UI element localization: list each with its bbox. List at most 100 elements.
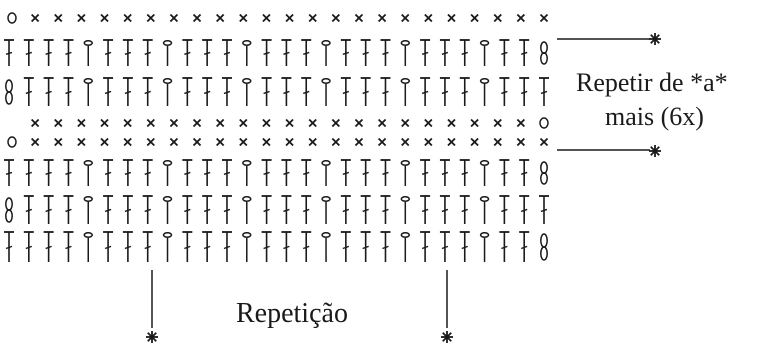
sc-row-4-x <box>377 118 387 128</box>
dc-row-7 <box>520 208 528 213</box>
repeat-marker-right-bottom <box>652 148 658 154</box>
sc-row-1-x <box>285 13 294 23</box>
chart-layer <box>4 12 661 343</box>
dc-row-2 <box>501 51 508 55</box>
sc-row-5-x <box>262 137 271 147</box>
dc-row-8 <box>104 245 112 250</box>
inline-chain <box>321 232 331 238</box>
sc-row-5-x <box>169 137 179 147</box>
sc-row-5-x <box>447 137 456 147</box>
dc-row-3 <box>65 90 72 95</box>
sc-row-5-x <box>354 137 364 147</box>
dc-row-6 <box>25 171 33 175</box>
sc-row-4-x <box>447 118 456 128</box>
inline-chain <box>242 40 252 46</box>
dc-row-6 <box>501 171 508 175</box>
dc-row-6 <box>283 171 290 175</box>
dc-row-6 <box>65 171 72 175</box>
sc-row-5-x <box>424 137 433 147</box>
sc-row-5-x <box>146 137 155 147</box>
dc-row-2 <box>45 51 52 55</box>
dc-row-7 <box>203 208 211 213</box>
dc-row-8 <box>223 245 231 250</box>
dc-row-2 <box>25 51 33 55</box>
dc-row-3 <box>540 90 548 95</box>
inline-chain <box>479 160 490 166</box>
dc-row-3 <box>421 90 429 95</box>
inline-chain <box>479 40 490 46</box>
dc-row-8 <box>421 245 429 250</box>
dc-row-2 <box>520 51 528 55</box>
dc-row-6 <box>362 171 369 175</box>
right-double-chain <box>540 161 548 175</box>
inline-chain <box>83 40 94 46</box>
sc-row-1-x <box>424 13 433 23</box>
dc-row-6 <box>303 171 310 175</box>
sc-row-1-x <box>239 13 248 23</box>
sc-row-5-x <box>239 137 248 147</box>
dc-row-8 <box>382 245 389 250</box>
dc-row-7 <box>223 208 231 213</box>
dc-row-8 <box>25 245 33 250</box>
dc-row-7 <box>263 208 270 213</box>
dc-row-3 <box>303 90 310 95</box>
inline-chain <box>400 40 411 46</box>
sc-row-4-x <box>100 118 109 128</box>
inline-chain <box>321 160 331 166</box>
inline-chain <box>400 196 411 202</box>
dc-row-2 <box>421 51 429 55</box>
dc-row-6 <box>5 171 13 175</box>
dc-row-6 <box>203 171 211 175</box>
sc-row-4-x <box>331 118 340 128</box>
dc-row-3 <box>144 90 151 95</box>
dc-row-7 <box>124 208 132 213</box>
dc-row-8 <box>461 245 468 250</box>
side-repeat-label-line-1: Repetir de *a* <box>576 68 728 97</box>
sc-row-4-x <box>146 118 155 128</box>
inline-chain <box>242 196 252 202</box>
row-start-chain <box>7 12 17 24</box>
right-double-chain <box>540 246 548 261</box>
sc-row-4-x <box>216 118 225 128</box>
dc-row-2 <box>263 51 270 55</box>
sc-row-1-x <box>123 13 132 23</box>
sc-row-1-x <box>216 13 225 23</box>
inline-chain <box>321 78 331 84</box>
dc-row-3 <box>203 90 211 95</box>
inline-chain <box>162 160 173 166</box>
dc-row-6 <box>144 171 151 175</box>
dc-row-6 <box>124 171 132 175</box>
dc-row-8 <box>441 245 449 250</box>
inline-chain <box>479 78 490 84</box>
dc-row-3 <box>362 90 369 95</box>
sc-row-4-x <box>308 118 317 128</box>
sc-row-1-x <box>77 13 86 23</box>
sc-row-1-x <box>100 13 109 23</box>
dc-row-2 <box>124 51 132 55</box>
sc-row-1-x <box>54 13 63 23</box>
dc-row-8 <box>362 245 369 250</box>
dc-row-8 <box>45 245 52 250</box>
sc-row-1-x <box>539 13 549 23</box>
inline-chain <box>162 196 173 202</box>
dc-row-6 <box>45 171 52 175</box>
sc-row-5-x <box>516 137 526 147</box>
repeat-marker-bottom-right <box>444 334 450 340</box>
left-double-chain <box>5 209 13 223</box>
bottom-repeat-label: Repetição <box>236 298 348 329</box>
dc-row-3 <box>45 90 52 95</box>
sc-row-4-x <box>424 118 433 128</box>
dc-row-7 <box>421 208 429 213</box>
sc-row-1-x <box>30 13 40 23</box>
dc-row-2 <box>303 51 310 55</box>
dc-row-3 <box>441 90 449 95</box>
sc-row-1-x <box>377 13 387 23</box>
dc-row-7 <box>362 208 369 213</box>
inline-chain <box>479 196 490 202</box>
inline-chain <box>321 40 331 46</box>
sc-row-5-x <box>331 137 340 147</box>
sc-row-4-x <box>77 118 86 128</box>
dc-row-8 <box>302 245 310 250</box>
inline-chain <box>321 196 331 202</box>
